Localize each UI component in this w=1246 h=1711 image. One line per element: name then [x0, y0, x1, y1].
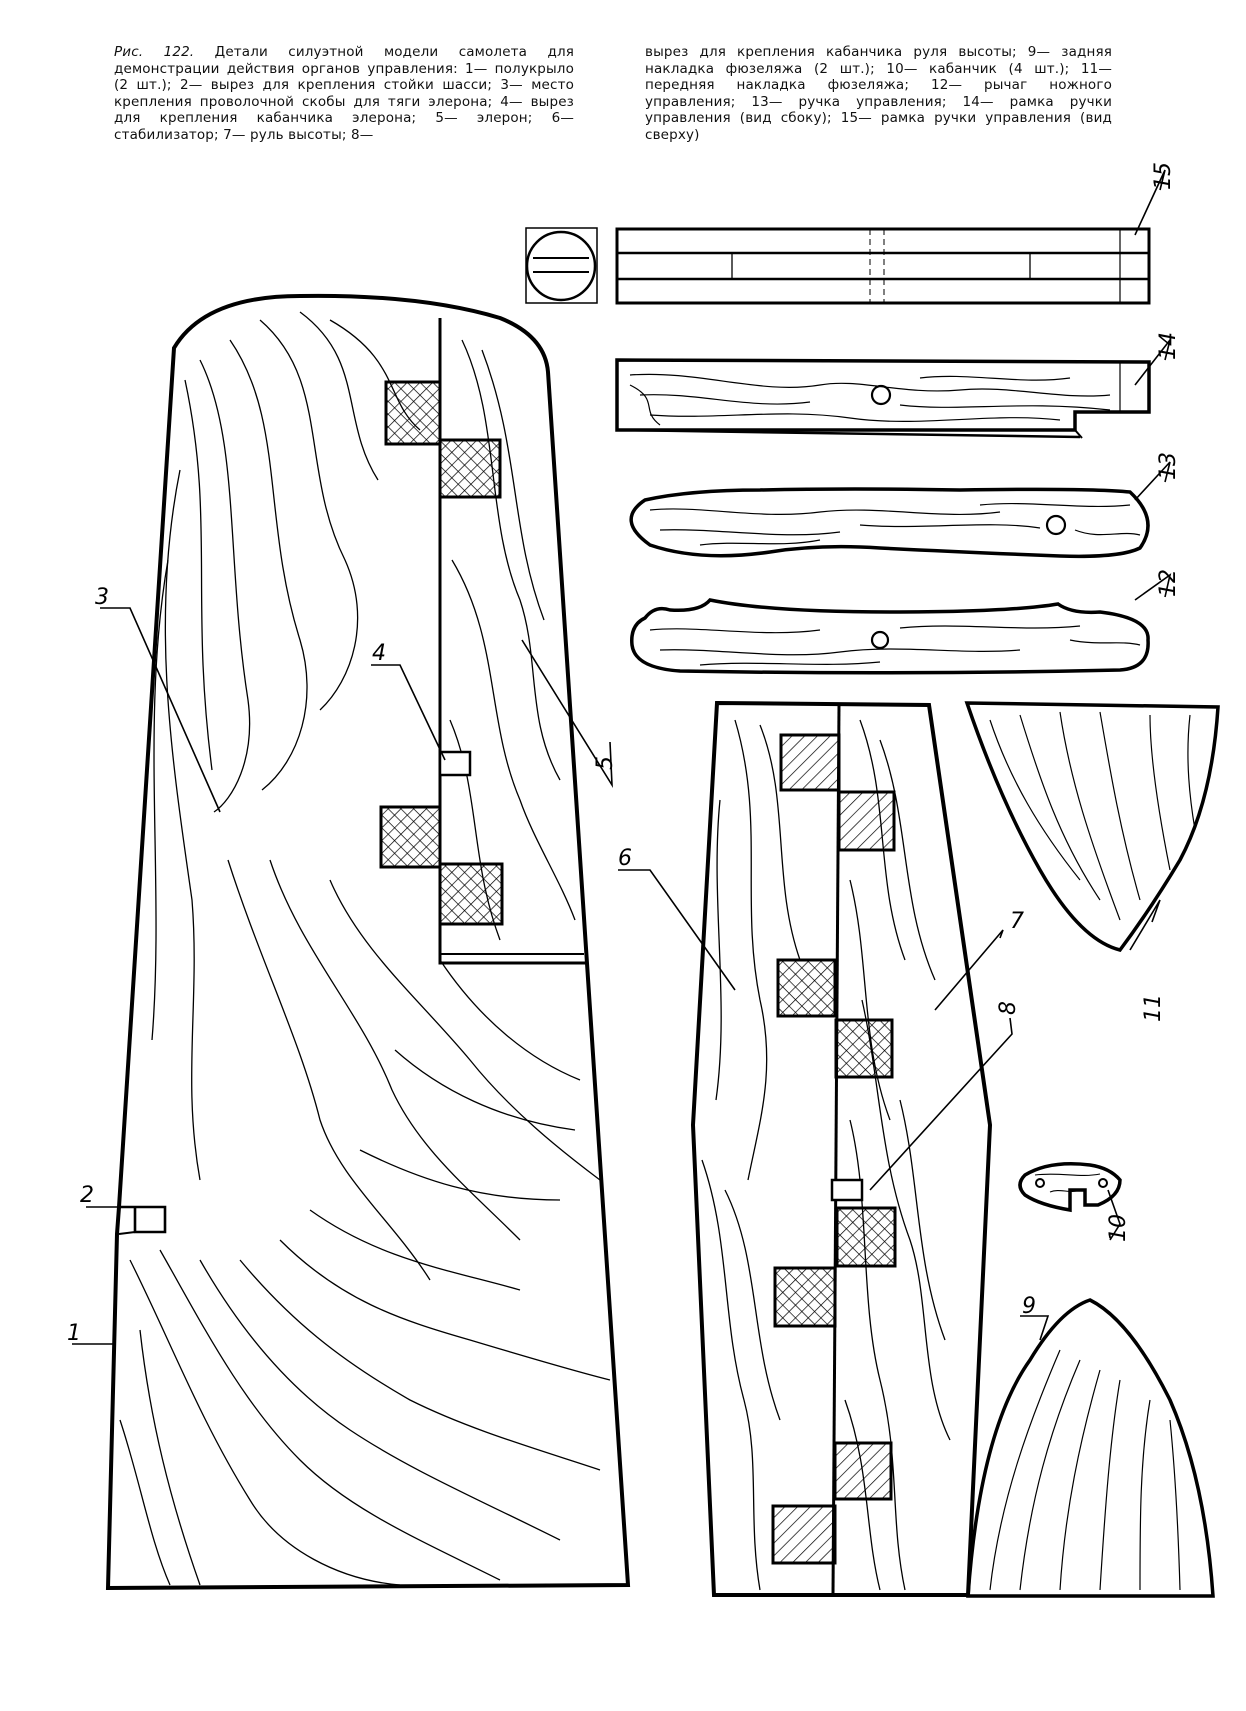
figure-number: Рис. 122.	[114, 44, 195, 60]
callout-2: 2	[80, 1183, 94, 1208]
callout-7: 7	[1010, 909, 1024, 934]
stabilizer-wood-grain	[701, 719, 951, 1591]
stabilizer-block-7	[833, 1441, 893, 1501]
stabilizer-block-6	[773, 1266, 837, 1328]
stabilizer-block-5	[835, 1206, 897, 1268]
figure-caption-part-1: Рис. 122. Детали силуэтной модели самоле…	[114, 44, 574, 143]
wing-outline	[105, 293, 631, 1591]
callout-12: 12	[1156, 569, 1181, 597]
front-fuselage-overlay	[964, 701, 1220, 952]
callout-11: 11	[1141, 994, 1166, 1022]
callout-6: 6	[618, 846, 632, 871]
control-stick	[629, 487, 1150, 559]
wing-attach-block-3	[379, 805, 442, 869]
callout-14: 14	[1156, 332, 1181, 360]
control-horn	[1018, 1162, 1122, 1213]
stabilizer-block-2	[837, 790, 896, 852]
stabilizer-block-4	[834, 1018, 894, 1079]
aileron-horn-cutout	[438, 750, 472, 777]
stabilizer	[690, 700, 993, 1597]
landing-gear-cutout	[119, 1205, 167, 1234]
callout-9: 9	[1022, 1294, 1036, 1319]
wing-half	[105, 293, 631, 1591]
callout-3: 3	[95, 585, 109, 610]
callout-1: 1	[67, 1321, 81, 1346]
figure-caption-part-2: вырез для крепления кабанчика руля высот…	[645, 44, 1112, 143]
handle-frame-top-view	[525, 227, 1151, 305]
callout-10: 10	[1106, 1214, 1131, 1242]
rear-fuselage-overlay	[966, 1298, 1215, 1598]
wing-attach-block-4	[438, 862, 504, 926]
callout-5: 5	[593, 756, 618, 770]
callout-4: 4	[372, 641, 386, 666]
stabilizer-block-3	[776, 958, 837, 1018]
wing-attach-block-1	[384, 380, 442, 446]
callout-8: 8	[996, 1001, 1021, 1015]
wing-wood-grain	[119, 311, 611, 1586]
callout-13: 13	[1156, 452, 1181, 480]
callout-15: 15	[1151, 162, 1176, 190]
rudder-pedal-lever	[630, 598, 1150, 675]
stabilizer-block-1	[779, 733, 841, 792]
wing-attach-block-2	[438, 438, 502, 499]
elevator-horn-cutout	[830, 1178, 864, 1202]
caption-text-left: Детали силуэтной модели самолета для дем…	[114, 44, 574, 143]
frame-end-view	[525, 227, 598, 304]
callout-leaders	[72, 169, 1172, 1456]
aileron	[438, 318, 586, 965]
handle-frame-side-view	[615, 358, 1151, 439]
callout-numbers: 1 2 3 4 5 6 7 8 9 10 11 12 13 14 15	[67, 162, 1181, 1346]
stabilizer-block-8	[771, 1504, 837, 1565]
